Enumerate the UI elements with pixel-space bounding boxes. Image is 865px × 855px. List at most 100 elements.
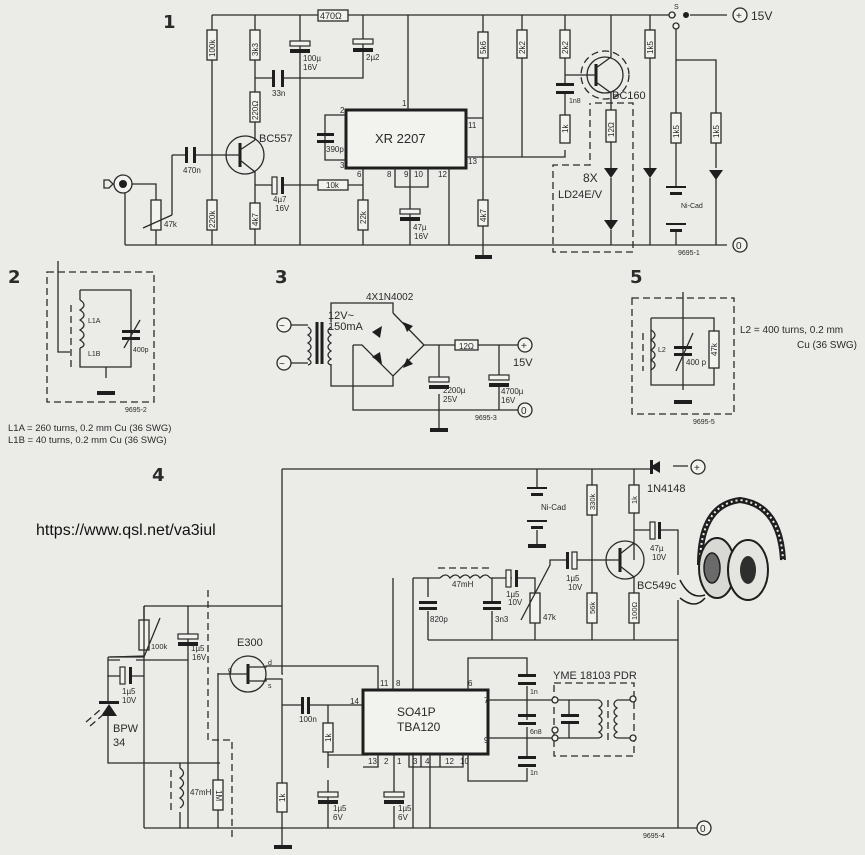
diode-icon [372, 326, 382, 338]
resistor-2k2-a [516, 29, 528, 59]
figure-5: 5 L2 400 p 47k 9695-5 L2 = 400 turns, 0.… [630, 267, 857, 426]
capacitor-1n-b-plate [518, 764, 536, 767]
capacitor-1u5-6b-plate [384, 800, 404, 804]
wire [124, 155, 173, 245]
figure-number-1: 1 [163, 12, 176, 33]
filter-pin [551, 696, 559, 704]
switch-contact [672, 22, 680, 30]
label-switch: S [674, 4, 679, 11]
label-15v: 15V [751, 9, 772, 23]
label-5k6: 5k6 [479, 41, 488, 54]
label-4u7: 4µ7 [273, 195, 287, 204]
label-tba120: TBA120 [397, 720, 441, 734]
capacitor-3n3 [483, 601, 501, 604]
terminal-plus [690, 459, 706, 475]
potentiometer-47k [150, 199, 162, 231]
switch-s[interactable] [668, 11, 676, 19]
capacitor-100u [289, 40, 311, 47]
capacitor-47u [399, 208, 421, 215]
label-1k-c: 1k [630, 496, 639, 504]
label-56k: 56k [588, 602, 597, 614]
label-47u-v: 16V [414, 232, 429, 241]
wire [394, 168, 450, 245]
variable-capacitor-plate [122, 337, 140, 340]
resistor-5k6 [477, 31, 489, 59]
capacitor-47u-plate [400, 217, 420, 221]
wire [281, 469, 283, 675]
capacitor-1u5-6a-plate [318, 800, 338, 804]
wire [330, 302, 518, 411]
label-3n3: 3n3 [495, 615, 509, 624]
capacitor-6n8-plate [518, 722, 536, 725]
wire [675, 29, 717, 245]
label-470n: 470n [183, 166, 201, 175]
capacitor-33n [272, 70, 275, 87]
label-1k5-c: 1k5 [712, 125, 721, 138]
label-nicad: Ni-Cad [681, 203, 703, 210]
label-1u5-10: 1µ5 [122, 687, 136, 696]
filter-pin [629, 734, 637, 742]
plus-glyph: + [521, 341, 527, 352]
capacitor-470n-plate [193, 147, 196, 163]
label-12ohm: 12Ω [459, 342, 474, 351]
capacitor-1u5-b-plate [515, 570, 518, 587]
wire [424, 344, 518, 428]
figure-ref-3: 9695-3 [475, 415, 497, 422]
label-1u5-b-v: 10V [508, 598, 523, 607]
wire [428, 577, 678, 641]
photodiode-body [101, 704, 117, 716]
pin-s: s [268, 683, 272, 690]
terminal-plus-15v [732, 7, 748, 23]
coil-l1 [78, 299, 85, 349]
plus-glyph: + [694, 463, 700, 474]
ic-xr2207 [344, 108, 468, 170]
led-icon [604, 220, 618, 230]
pin-12: 12 [438, 170, 447, 179]
label-12: 12Ω [607, 122, 616, 137]
capacitor-100n [301, 697, 304, 714]
resistor-22k [357, 199, 369, 231]
label-100k: 100k [151, 642, 168, 651]
pin-8: 8 [387, 170, 392, 179]
label-2k2-b: 2k2 [561, 41, 570, 54]
note-l1a: L1A = 260 turns, 0.2 mm Cu (36 SWG) [8, 423, 171, 434]
wire [107, 660, 220, 828]
label-1k-b: 1k [324, 733, 333, 742]
label-1u5-b: 1µ5 [506, 590, 520, 599]
capacitor-820p [419, 601, 437, 604]
pin-14: 14 [350, 697, 359, 706]
heatsink-outline [580, 50, 630, 100]
capacitor-820p-plate [419, 607, 437, 610]
label-100: 100Ω [630, 601, 639, 620]
note-l2-wire: Cu (36 SWG) [797, 340, 857, 351]
label-ground: 0 [521, 406, 527, 417]
watermark-url[interactable]: https://www.qsl.net/va3iul [36, 522, 216, 539]
tilde-glyph: ~ [279, 359, 285, 370]
battery-cell [666, 223, 686, 225]
pin-d: d [268, 660, 272, 667]
label-33n: 33n [272, 89, 285, 98]
label-ld24ev: LD24E/V [558, 189, 603, 201]
capacitor-100n-plate [307, 697, 310, 714]
label-1u5-6b-v: 6V [398, 813, 408, 822]
capacitor-47u-plate [658, 522, 661, 539]
label-100n: 100n [299, 715, 317, 724]
supply-rail [282, 465, 688, 470]
resistor-1m [212, 779, 224, 811]
label-6n8: 6n8 [530, 729, 542, 736]
label-1k5-b: 1k5 [672, 125, 681, 138]
label-1u5-c-v: 10V [568, 583, 583, 592]
pot-arrow [142, 214, 173, 229]
pin-g: g [228, 667, 232, 674]
figure-number-3: 3 [275, 267, 288, 288]
pot-arrow [108, 617, 161, 658]
label-47k: 47k [164, 220, 178, 229]
capacitor-470n [185, 147, 188, 163]
resistor-220k [206, 199, 218, 231]
resistor-1k [559, 114, 571, 144]
label-3k3: 3k3 [251, 43, 260, 56]
transformer-primary [306, 326, 312, 366]
transformer-secondary [327, 326, 333, 366]
figure-number-5: 5 [630, 267, 643, 288]
bc160-leads [583, 15, 612, 115]
